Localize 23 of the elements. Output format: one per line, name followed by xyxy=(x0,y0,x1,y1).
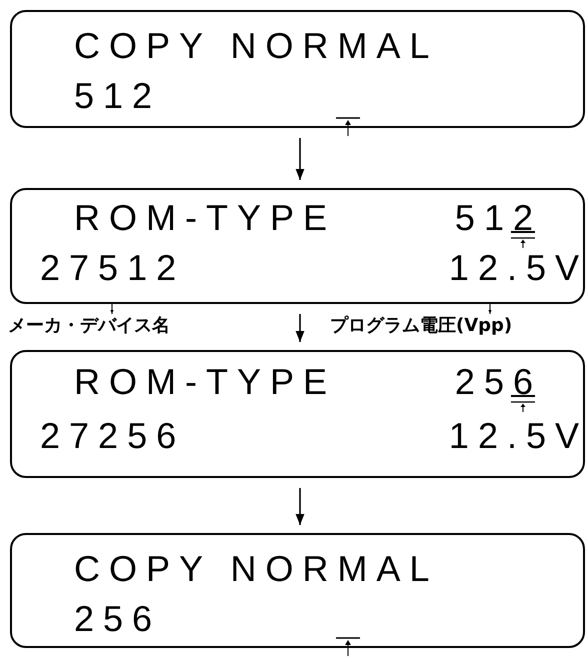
arrow xyxy=(296,488,304,525)
lcd-display xyxy=(10,188,585,304)
lcd-display xyxy=(10,350,585,478)
display-text: 12.5V xyxy=(448,248,588,288)
display-text: ROM-TYPE xyxy=(74,362,336,402)
arrow xyxy=(296,138,304,180)
display-text: COPY NORMAL xyxy=(74,549,438,589)
leader-line xyxy=(110,304,114,314)
annotation-label: メーカ・デバイス名 xyxy=(8,314,170,338)
display-text: 512 xyxy=(74,76,162,116)
display-text: ROM-TYPE xyxy=(74,198,336,238)
arrow xyxy=(296,314,304,342)
display-text: 27512 xyxy=(40,248,186,288)
lcd-display xyxy=(10,533,585,648)
display-text: 12.5V xyxy=(448,416,588,456)
annotation-label: プログラム電圧(Vpp) xyxy=(330,314,512,338)
display-text: COPY NORMAL xyxy=(74,26,438,66)
display-text: 256 xyxy=(454,362,542,402)
lcd-display xyxy=(10,10,585,128)
display-text: 256 xyxy=(74,599,162,639)
leader-line xyxy=(488,304,492,314)
display-text: 512 xyxy=(454,198,542,238)
display-text: 27256 xyxy=(40,416,186,456)
